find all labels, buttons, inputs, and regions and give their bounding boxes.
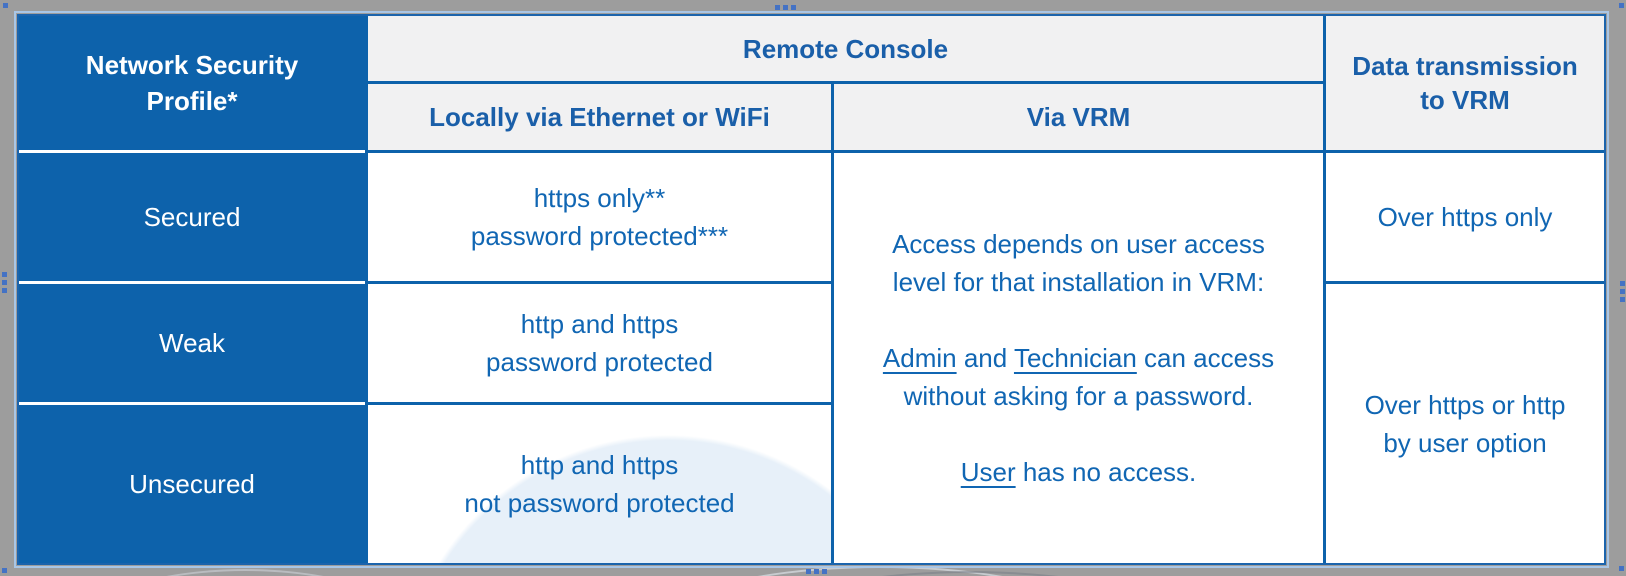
data-transmission-secured-cell[interactable]: Over https only	[1326, 153, 1604, 281]
selection-handle-right-center[interactable]	[1620, 281, 1625, 286]
data-transmission-secured-text: Over https only	[1377, 202, 1553, 232]
selection-handle-top-center[interactable]	[791, 5, 796, 10]
secured-local-text: https only**password protected***	[470, 183, 729, 251]
profile-label-unsecured: Unsecured	[129, 468, 255, 499]
selection-handle-bottom-center[interactable]	[806, 569, 811, 574]
background-arc	[660, 571, 1280, 576]
profile-label-weak: Weak	[159, 327, 225, 358]
profile-label-secured: Secured	[143, 201, 241, 232]
selection-handle-left-center[interactable]	[2, 280, 7, 285]
selection-handle-right-center[interactable]	[1620, 289, 1625, 294]
local-ethernet-wifi-header-cell[interactable]: Locally via Ethernet or WiFi	[368, 84, 831, 150]
selection-handle-top-center[interactable]	[775, 5, 780, 10]
profile-row-weak[interactable]: Weak	[19, 284, 365, 405]
selection-handle-bottom-left[interactable]	[2, 568, 7, 573]
selection-handle-bottom-center[interactable]	[814, 569, 819, 574]
selection-handle-bottom-center[interactable]	[822, 569, 827, 574]
selection-handle-top-center[interactable]	[783, 5, 788, 10]
selection-handle-left-center[interactable]	[2, 272, 7, 277]
remote-console-header-cell[interactable]: Remote Console	[368, 16, 1323, 81]
via-vrm-label: Via VRM	[1026, 102, 1131, 132]
background-arc	[560, 566, 1200, 576]
vrm-access-paragraph-3: User has no access.	[960, 457, 1197, 487]
local-ethernet-wifi-label: Locally via Ethernet or WiFi	[429, 102, 770, 132]
selection-handle-top-right[interactable]	[1619, 3, 1624, 8]
selection-handle-bottom-right[interactable]	[1619, 566, 1624, 571]
background-arc	[30, 569, 460, 576]
remote-console-label: Remote Console	[742, 33, 949, 64]
selection-handle-left-center[interactable]	[2, 288, 7, 293]
via-vrm-header-cell[interactable]: Via VRM	[834, 84, 1323, 150]
selection-handle-top-left[interactable]	[3, 3, 8, 8]
selection-handle-right-center[interactable]	[1620, 297, 1625, 302]
secured-local-cell[interactable]: https only**password protected***	[368, 153, 831, 281]
profile-row-secured[interactable]: Secured	[19, 153, 365, 284]
profile-row-unsecured[interactable]: Unsecured	[19, 405, 365, 563]
